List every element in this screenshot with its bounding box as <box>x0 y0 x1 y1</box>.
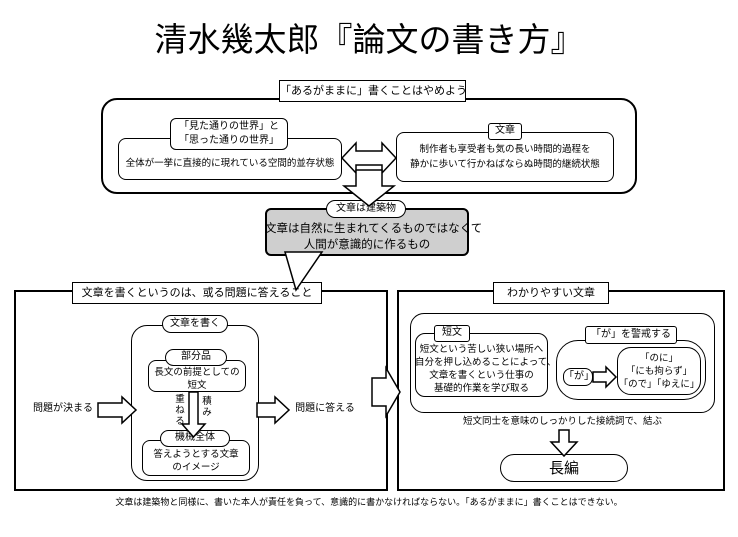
right-section-header: わかりやすい文章 <box>493 282 609 304</box>
parts-desc1: 長文の前提としての <box>154 367 240 378</box>
whole-machine-label: 機械全体 <box>160 430 230 447</box>
architecture-label: 文章は建築物 <box>326 200 406 218</box>
sentence-time-box <box>396 132 614 182</box>
sentence-time-desc1: 制作者も享受者も気の長い時間的過程を <box>419 144 591 155</box>
ga-item: 「が」 <box>563 368 594 386</box>
short-text-desc2: 自分を押し込めることによって、 <box>415 357 557 368</box>
ga-caution-label: 「が」を警戒する <box>585 326 677 344</box>
sentence-time-desc2: 静かに歩いて行かねばならぬ時間的継続状態 <box>410 159 600 170</box>
long-form-text: 長編 <box>548 459 579 477</box>
spatial-world-label-line2: 「思った通りの世界」 <box>179 135 279 146</box>
short-text-desc4: 基礎的作業を学び取る <box>433 383 529 394</box>
problem-answered: 問題に答える <box>295 403 355 414</box>
spatial-world-desc: 全体が一挙に直接的に現れている空間的並存状態 <box>125 158 335 169</box>
short-text-desc1: 短文という苦しい狭い場所へ <box>419 344 544 355</box>
ga-alternatives-box <box>617 347 701 395</box>
parts-desc2: 短文 <box>187 380 207 391</box>
page-title: 清水幾太郎『論文の書き方』 <box>154 20 584 59</box>
top-section-header: 「あるがままに」書くことはやめよう <box>279 80 467 102</box>
spatial-world-label-line1: 「見た通りの世界」と <box>179 121 279 132</box>
stack-left-text: 重ねる <box>175 394 185 427</box>
writing-process-label: 文章を書く <box>162 315 228 333</box>
short-text-desc3: 文章を書くという仕事の <box>429 370 534 381</box>
conjunction-text: 短文同士を意味のしっかりした接続詞で、結ぶ <box>462 416 663 427</box>
whole-machine-desc2: のイメージ <box>172 462 220 473</box>
short-text-label: 短文 <box>434 325 470 342</box>
architecture-line1: 文章は自然に生まれてくるものではなくて <box>265 221 483 235</box>
problem-decided: 問題が決まる <box>33 403 93 414</box>
spatial-world-label: 「見た通りの世界」と 「思った通りの世界」 <box>170 118 288 150</box>
sentence-time-label: 文章 <box>488 123 522 140</box>
alt-node-yueni: 「ので」「ゆえに」 <box>618 379 700 390</box>
left-section-header: 文章を書くというのは、或る問題に答えること <box>72 282 322 304</box>
alt-nimokakawarazu: 「にも拘らず」 <box>625 366 693 377</box>
alt-noni: 「のに」 <box>639 353 678 364</box>
stack-right-text: 積み <box>202 396 212 418</box>
short-text-box <box>415 333 548 397</box>
footer-text: 文章は建築物と同様に、書いた本人が責任を負って、意識的に書かなければならない。「… <box>115 498 623 508</box>
whole-machine-desc1: 答えようとする文章 <box>153 449 239 460</box>
architecture-line2: 人間が意識的に作るもの <box>303 237 431 251</box>
parts-label: 部分品 <box>165 349 227 366</box>
